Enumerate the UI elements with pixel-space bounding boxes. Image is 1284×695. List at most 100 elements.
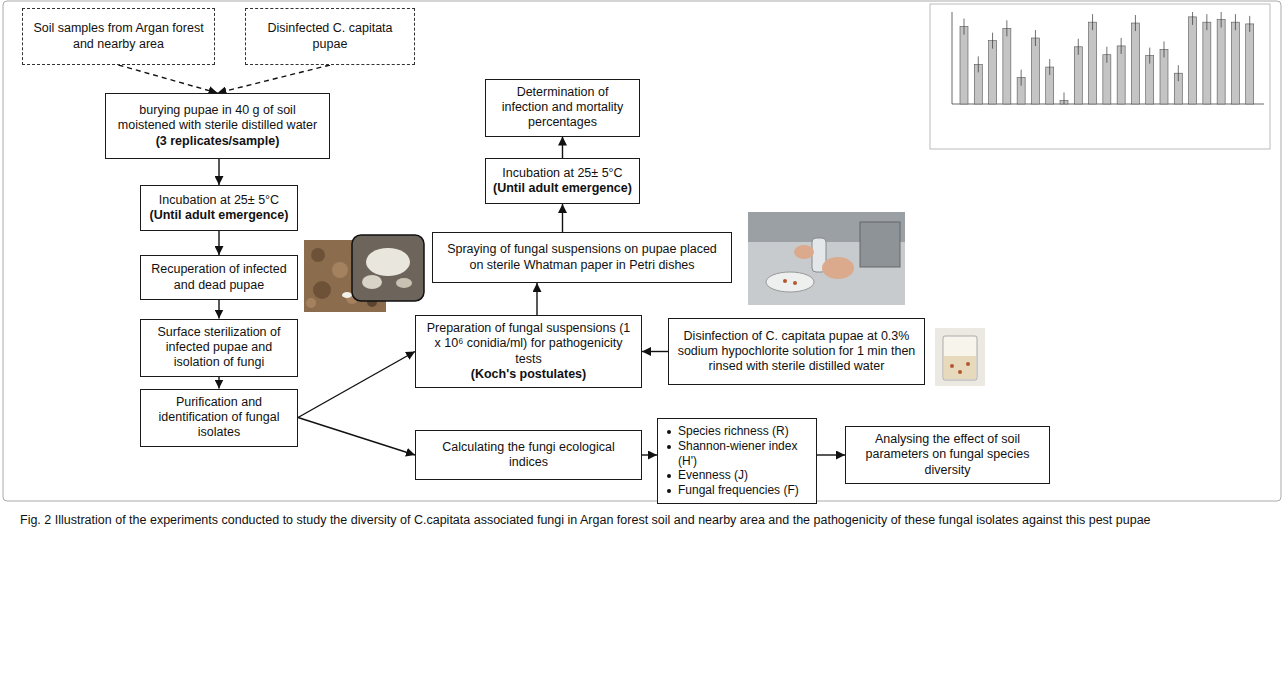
chart-bar <box>1217 20 1225 104</box>
petri-dish <box>766 272 814 292</box>
fungal-mycelium <box>366 248 410 276</box>
process-box: Surface sterilization of infected pupae … <box>140 319 298 377</box>
flow-arrow <box>298 418 415 456</box>
chart-bar <box>1131 23 1139 104</box>
process-box: Preparation of fungal suspensions (1 x 1… <box>415 315 642 388</box>
error-bar <box>992 33 993 49</box>
chart-bar <box>989 41 997 104</box>
soil-clod <box>332 262 348 278</box>
process-box: Incubation at 25± 5°C(Until adult emerge… <box>140 185 298 231</box>
pupa <box>966 362 970 366</box>
box-text: (Until adult emergence) <box>150 208 289 223</box>
pupa <box>783 279 787 283</box>
error-bar <box>1121 38 1122 54</box>
error-bar <box>1106 47 1107 63</box>
beaker <box>943 336 977 380</box>
error-bar <box>978 56 979 72</box>
chart-bar <box>1246 24 1254 104</box>
error-bar <box>1035 30 1036 46</box>
list-box: Species richness (R)Shannon-wiener index… <box>657 418 817 504</box>
flow-arrow <box>218 231 219 255</box>
error-bar <box>1021 70 1022 86</box>
error-bar <box>1149 48 1150 64</box>
flow-arrow <box>218 300 219 319</box>
chart-bar <box>1160 49 1168 104</box>
hand <box>794 245 814 259</box>
soil-clod <box>313 281 331 299</box>
box-text: Determination of infection and mortality… <box>493 85 632 131</box>
box-text: (3 replicates/sample) <box>156 134 280 149</box>
process-box: Spraying of fungal suspensions on pupae … <box>432 232 732 283</box>
process-box: Disinfection of C. capitata pupae at 0.3… <box>668 318 925 385</box>
photo-ground <box>748 212 905 305</box>
list-item: Shannon-wiener index (H') <box>678 439 809 468</box>
figure-frame <box>3 1 1281 501</box>
list-item: Species richness (R) <box>678 424 789 439</box>
flow-arrow <box>218 377 219 389</box>
error-bar <box>1221 12 1222 28</box>
error-bar <box>1049 59 1050 75</box>
chart-bar <box>1117 46 1125 104</box>
list-item: Fungal frequencies (F) <box>678 483 799 498</box>
soil-photo <box>304 235 424 312</box>
error-bar <box>1092 14 1093 30</box>
process-box: Incubation at 25± 5°C(Until adult emerge… <box>485 158 640 204</box>
list-item: Evenness (J) <box>678 468 748 483</box>
box-text: Incubation at 25± 5°C <box>502 166 622 181</box>
fungal-mycelium <box>362 275 382 289</box>
pupa <box>950 364 954 368</box>
mortality-chart <box>930 4 1270 149</box>
chart-bar <box>960 27 968 104</box>
figure-caption: Fig. 2 Illustration of the experiments c… <box>20 512 1260 529</box>
box-text: Surface sterilization of infected pupae … <box>148 325 290 371</box>
chart-bar <box>1189 17 1197 104</box>
box-text: Incubation at 25± 5°C <box>159 193 279 208</box>
flow-arrow <box>562 137 563 159</box>
chart-bar <box>1089 22 1097 104</box>
error-bar <box>964 19 965 35</box>
box-text: Purification and identification of funga… <box>148 395 290 441</box>
process-box: Analysing the effect of soil parameters … <box>845 426 1050 484</box>
error-bar <box>1192 12 1193 25</box>
flow-arrow <box>119 65 218 93</box>
process-box: Calculating the fungi ecological indices <box>415 430 642 480</box>
box-text: (Until adult emergence) <box>493 181 632 196</box>
zoom-inset <box>352 235 424 301</box>
error-bar <box>1206 14 1207 30</box>
source-box: Disinfected C. capitata pupae <box>245 8 415 65</box>
soil-clod <box>311 248 325 262</box>
chart-bar <box>1031 38 1039 104</box>
chart-bar <box>1203 22 1211 104</box>
error-bar <box>1178 65 1179 81</box>
box-text: Disinfected C. capitata pupae <box>253 21 407 52</box>
box-text: Preparation of fungal suspensions (1 x 1… <box>423 321 634 367</box>
error-bar <box>1006 20 1007 36</box>
error-bar <box>1164 41 1165 57</box>
error-bar <box>1249 16 1250 32</box>
infected-pupa <box>342 292 352 298</box>
source-box: Soil samples from Argan forest and nearb… <box>22 8 215 65</box>
chart-axis <box>952 12 953 104</box>
box-text: (Koch's postulates) <box>471 367 587 382</box>
chart-bar <box>1003 28 1011 104</box>
photo-ground <box>935 328 985 386</box>
process-box: Determination of infection and mortality… <box>485 79 640 137</box>
beaker-photo <box>935 328 985 386</box>
spraying-photo <box>748 212 905 305</box>
process-box: Recuperation of infected and dead pupae <box>140 255 298 300</box>
error-bar <box>1078 39 1079 55</box>
flow-arrow <box>298 352 415 418</box>
chart-frame <box>930 4 1270 149</box>
box-text: Disinfection of C. capitata pupae at 0.3… <box>676 329 917 375</box>
box-text: Calculating the fungi ecological indices <box>423 440 634 471</box>
box-text: Spraying of fungal suspensions on pupae … <box>440 242 724 273</box>
solution <box>944 356 976 379</box>
pupa <box>958 370 962 374</box>
soil-clod <box>306 298 316 308</box>
flow-arrow <box>817 454 845 455</box>
pupa <box>793 281 797 285</box>
hand <box>822 257 854 279</box>
box-text: Recuperation of infected and dead pupae <box>148 262 290 293</box>
chart-bar <box>1074 47 1082 104</box>
flow-arrow <box>562 204 563 232</box>
